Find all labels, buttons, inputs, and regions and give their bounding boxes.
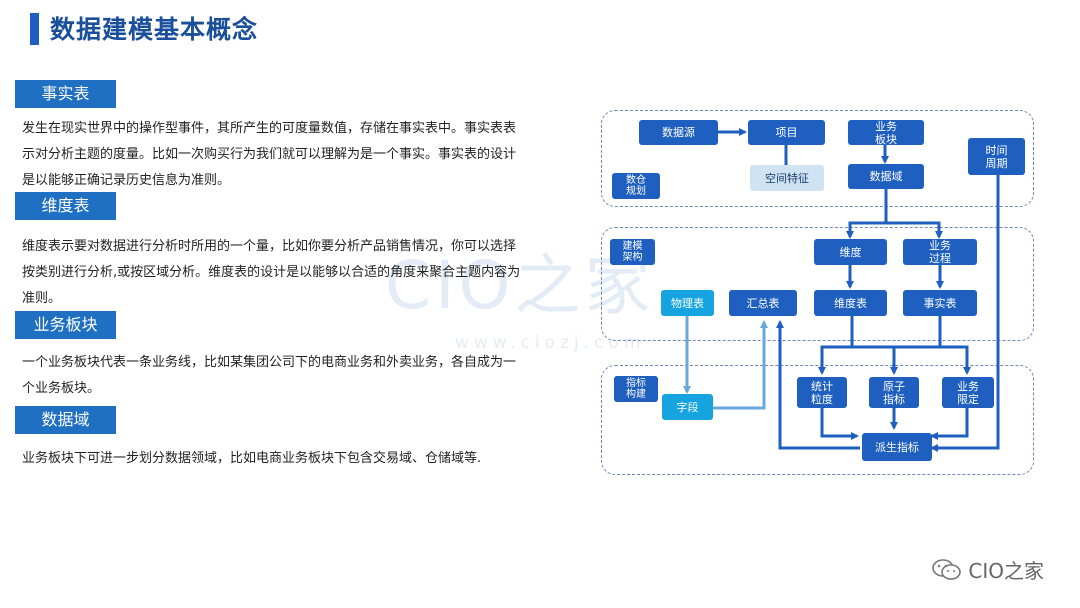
edge-domain-dimension [846, 189, 888, 239]
section-label-dimension-table: 维度表 [15, 192, 116, 220]
edge-facttable-atomic [890, 316, 942, 375]
node-derived-metric: 派生指标 [862, 433, 932, 461]
node-fact-table: 事实表 [903, 290, 977, 316]
node-stat-granularity: 统计 粒度 [797, 377, 847, 408]
edge-field-summary [713, 320, 768, 410]
footer-brand: CIO之家 [932, 555, 1044, 584]
section-text-dimension-table: 维度表示要对数据进行分析时所用的一个量，比如你要分析产品销售情况，你可以选择按类… [22, 239, 521, 306]
node-spatial-feature: 空间特征 [750, 165, 824, 191]
node-dimension: 维度 [814, 239, 887, 265]
edge-to-qualifier [852, 345, 971, 375]
node-data-source: 数据源 [639, 120, 718, 145]
section-label-fact-table: 事实表 [15, 80, 116, 108]
region-metrics [601, 365, 1034, 475]
section-label-business-block: 业务板块 [15, 311, 116, 339]
edge-derived-summary [776, 320, 860, 450]
region-planning [601, 110, 1034, 207]
node-summary-table: 汇总表 [729, 290, 797, 316]
region-modeling [601, 227, 1034, 341]
node-business-process: 业务 过程 [903, 239, 977, 265]
node-business-qualifier: 业务 限定 [942, 377, 994, 408]
edge-qualifier-derived [930, 408, 969, 440]
footer-brand-text: CIO之家 [968, 559, 1044, 583]
node-physical-table: 物理表 [661, 290, 714, 316]
title-accent-bar [30, 13, 39, 45]
watermark-text: CIO之家 [385, 247, 655, 324]
edge-domain-process [886, 221, 943, 239]
node-dimension-table: 维度表 [814, 290, 887, 316]
node-data-domain: 数据域 [848, 164, 924, 189]
section-text-business-block: 一个业务板块代表一条业务线，比如某集团公司下的电商业务和外卖业务，各自成为一个业… [22, 355, 517, 396]
node-field: 字段 [662, 394, 713, 420]
edge-period-derived [930, 175, 1000, 452]
node-project: 项目 [748, 120, 825, 145]
section-text-data-domain: 业务板块下可进一步划分数据领域，比如电商业务板块下包含交易域、仓储域等. [22, 451, 482, 466]
wechat-icon [932, 558, 962, 582]
region-label-planning: 数仓 规划 [612, 173, 660, 199]
section-label-data-domain: 数据域 [15, 406, 116, 434]
region-label-metrics: 指标 构建 [614, 376, 658, 402]
node-business-block: 业务 板块 [848, 120, 924, 146]
region-label-modeling: 建模 架构 [610, 239, 655, 265]
page-title: 数据建模基本概念 [50, 15, 259, 44]
section-text-fact-table: 发生在现实世界中的操作型事件，其所产生的可度量数值，存储在事实表中。事实表表示对… [22, 121, 517, 188]
watermark-url: www.ciozj.com [455, 333, 646, 353]
edge-granularity-derived [820, 408, 859, 440]
node-time-period: 时间 周期 [968, 138, 1025, 175]
node-atomic-metric: 原子 指标 [869, 377, 919, 408]
edge-dimtable-granularity [818, 316, 854, 375]
